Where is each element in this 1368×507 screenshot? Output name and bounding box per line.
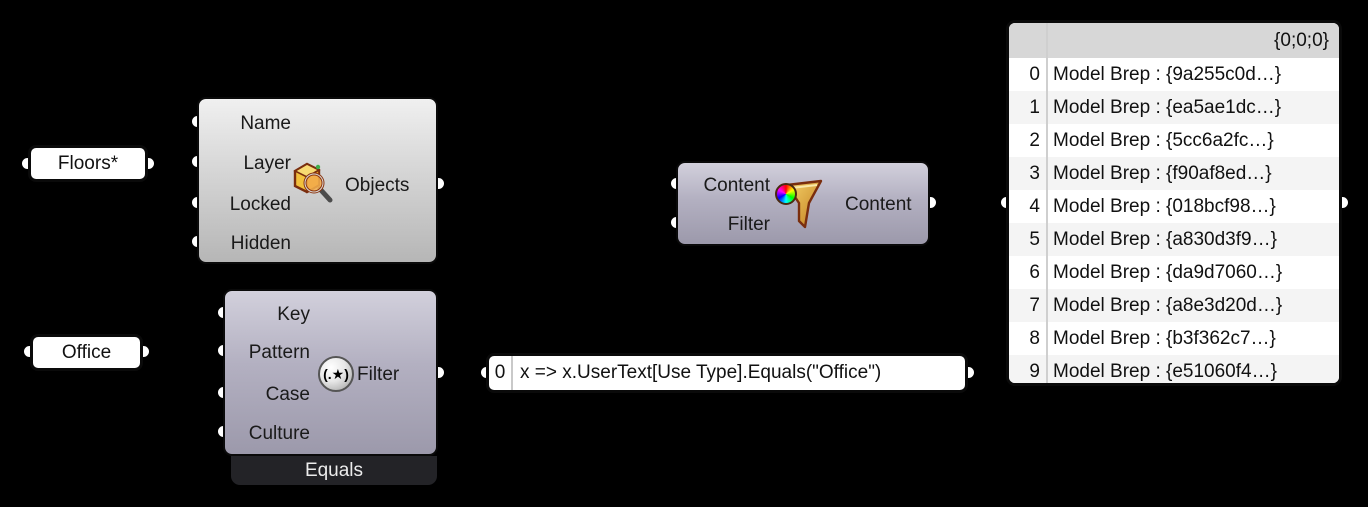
row-index: 6 [1029,261,1040,283]
table-row: 4 Model Brep : {018bcf98…} [1009,190,1339,223]
row-index: 3 [1029,162,1040,184]
row-value: Model Brep : {018bcf98…} [1053,195,1276,217]
row-index: 2 [1029,129,1040,151]
office-data-panel[interactable]: Office [30,334,143,371]
row-index: 7 [1029,294,1040,316]
table-row: 1 Model Brep : {ea5ae1dc…} [1009,91,1339,124]
input-label: Case [265,384,310,405]
output-label: Filter [357,364,400,385]
row-value: Model Brep : {5cc6a2fc…} [1053,129,1274,151]
equals-match-component[interactable]: Key Pattern Case Culture Filter (.★) [223,289,438,456]
table-row: 8 Model Brep : {b3f362c7…} [1009,322,1339,355]
input-label: Name [240,113,291,134]
regex-match-icon: (.★) [318,356,354,392]
branch-path-header: {0;0;0} [1009,23,1339,58]
input-label: Key [277,304,310,325]
table-row: 6 Model Brep : {da9d7060…} [1009,256,1339,289]
table-row: 5 Model Brep : {a830d3f9…} [1009,223,1339,256]
row-value: Model Brep : {a8e3d20d…} [1053,294,1283,316]
row-value: Model Brep : {a830d3f9…} [1053,228,1277,250]
table-row: 0 Model Brep : {9a255c0d…} [1009,58,1339,91]
input-label: Content [703,175,770,196]
row-value: Model Brep : {9a255c0d…} [1053,63,1282,85]
output-label: Content [845,194,912,215]
row-index: 5 [1029,228,1040,250]
floors-data-panel[interactable]: Floors* [28,145,148,182]
input-label: Culture [248,423,310,444]
output-label: Objects [345,175,410,196]
row-index: 0 [489,356,513,390]
row-value: Model Brep : {da9d7060…} [1053,261,1283,283]
row-value: Model Brep : {b3f362c7…} [1053,327,1276,349]
component-nickname-tab[interactable]: Equals [231,456,437,485]
row-index: 0 [1029,63,1040,85]
index-divider [1046,23,1048,383]
branch-path: {0;0;0} [1274,29,1329,51]
row-index: 4 [1029,195,1040,217]
row-value: Model Brep : {e51060f4…} [1053,360,1277,382]
panel-text: Floors* [57,152,119,174]
table-row: 9 Model Brep : {e51060f4…} [1009,355,1339,383]
input-label: Layer [243,153,291,174]
model-object-query-icon [287,159,335,207]
content-filter-component[interactable]: Content Filter Content [676,161,930,246]
panel-text: Office [61,341,112,363]
input-label: Filter [727,214,770,235]
table-row: 3 Model Brep : {f90af8ed…} [1009,157,1339,190]
query-model-objects-component[interactable]: Name Layer Locked Hidden Objects [197,97,438,264]
table-row: 2 Model Brep : {5cc6a2fc…} [1009,124,1339,157]
row-index: 8 [1029,327,1040,349]
row-index: 1 [1029,96,1040,118]
content-filter-icon [775,177,831,233]
table-row: 7 Model Brep : {a8e3d20d…} [1009,289,1339,322]
input-label: Hidden [230,233,291,254]
input-label: Locked [229,194,291,215]
row-index: 9 [1029,360,1040,382]
input-label: Pattern [248,342,310,363]
expression-text: x => x.UserText[Use Type].Equals("Office… [520,362,882,383]
row-value: Model Brep : {ea5ae1dc…} [1053,96,1282,118]
tab-label: Equals [304,459,364,481]
expression-panel[interactable]: 0 x => x.UserText[Use Type].Equals("Offi… [486,353,968,393]
row-value: Model Brep : {f90af8ed…} [1053,162,1272,184]
